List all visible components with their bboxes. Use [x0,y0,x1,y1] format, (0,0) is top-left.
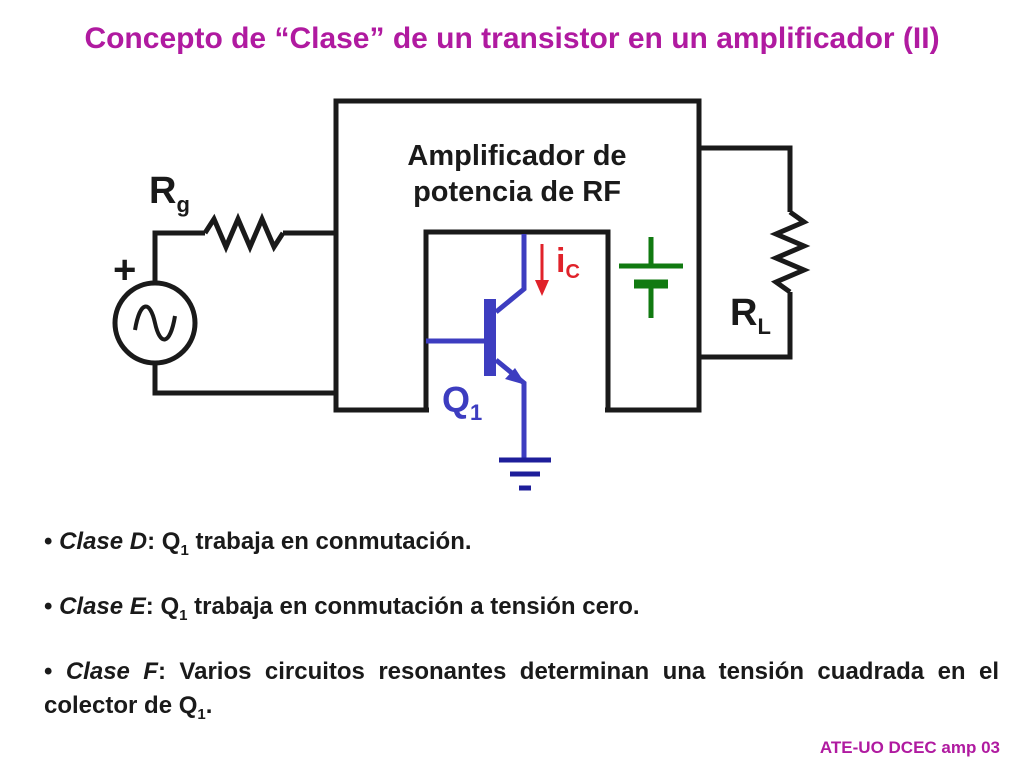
emitter-arrow-icon [505,368,526,385]
load-bottom-wire [699,292,793,360]
rl-label: RL [730,292,771,339]
collector-lead [494,234,527,314]
page-title: Concepto de “Clase” de un transistor en … [84,22,940,55]
plus-sign: + [113,248,136,292]
sine-wave-icon [133,304,177,342]
q1-label: Q1 [442,379,482,425]
bullet-class-name: Clase F [65,657,158,685]
source-bottom-wire [152,363,336,396]
block-label-line2: potencia de RF [413,176,621,208]
bullet-list: • Clase D: Q1 trabaja en conmutación. • … [44,525,999,753]
current-arrow-icon [535,280,549,296]
block-label-line1: Amplificador de [407,140,626,172]
footer-label: ATE-UO DCEC amp 03 [819,738,1000,757]
bullet-clase-f: • Clase F: Varios circuitos resonantes d… [44,657,1000,723]
load-top-wire [699,145,793,212]
bullet-clase-e: • Clase E: Q1 trabaja en conmutación a t… [44,592,640,624]
bullet-class-name: Clase D [59,528,148,555]
inner-notch [423,229,611,410]
ic-label: iC [556,242,580,283]
bullet-clase-d: • Clase D: Q1 trabaja en conmutación. [44,528,472,559]
circuit-diagram: Amplificador de potencia de RF Rg RL iC … [112,98,811,491]
resistor-rg [202,212,286,254]
rg-label: Rg [149,170,190,217]
resistor-rl [769,209,811,295]
bullet-class-name: Clase E [59,592,146,620]
source-top-wire [152,230,205,283]
